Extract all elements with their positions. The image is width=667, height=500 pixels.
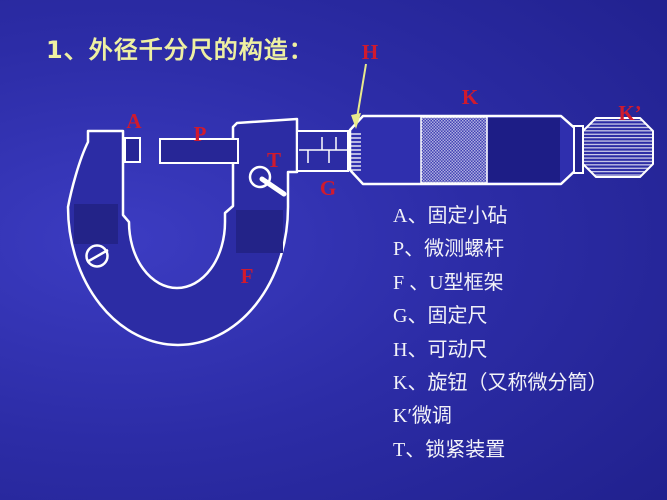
label-spindle-p: P	[194, 122, 207, 146]
label-vernier-h: H	[362, 40, 378, 64]
sleeve-ticks	[307, 137, 337, 163]
legend: A、固定小砧 P、微测螺杆 F 、U型框架 G、固定尺 H、可动尺 K、旋钮（又…	[393, 200, 665, 467]
frame-screw-circle	[85, 244, 109, 268]
spindle-shape	[159, 138, 239, 164]
label-sleeve-g: G	[320, 176, 336, 200]
h-pointer-line	[356, 63, 367, 119]
lock-knob-circle	[248, 165, 272, 189]
page-title: 1、外径千分尺的构造：	[46, 36, 314, 64]
frame-screw-slot	[86, 248, 109, 264]
legend-item-thimble: K、旋钮（又称微分筒）	[393, 372, 608, 395]
ratchet-knob	[582, 117, 654, 178]
u-frame-shape	[66, 117, 299, 347]
frame-shade-right	[236, 210, 283, 253]
thimble-knurl	[420, 116, 488, 184]
h-pointer-arrowhead	[351, 113, 361, 129]
legend-item-frame: F 、U型框架	[393, 271, 504, 294]
label-frame-f: F	[241, 264, 254, 288]
legend-item-anvil: A、固定小砧	[393, 205, 508, 227]
legend-item-lock: T、锁紧装置	[393, 438, 506, 461]
thimble-dark-band	[488, 118, 560, 182]
anvil-shape	[124, 137, 141, 163]
vernier-ticks	[349, 133, 361, 171]
sleeve-shape	[296, 130, 349, 172]
label-thimble-k: K	[462, 85, 479, 109]
label-ratchet-kprime: K’	[618, 101, 641, 125]
frame-shade-left	[74, 204, 118, 244]
ratchet-collar	[573, 125, 584, 174]
legend-item-sleeve: G、固定尺	[393, 305, 488, 328]
label-anvil-a: A	[126, 109, 142, 133]
legend-item-spindle: P、微测螺杆	[393, 238, 505, 261]
label-lock-t: T	[267, 148, 281, 172]
legend-item-vernier: H、可动尺	[393, 338, 488, 361]
legend-item-ratchet: K′微调	[393, 405, 452, 428]
lock-lever	[259, 176, 287, 197]
